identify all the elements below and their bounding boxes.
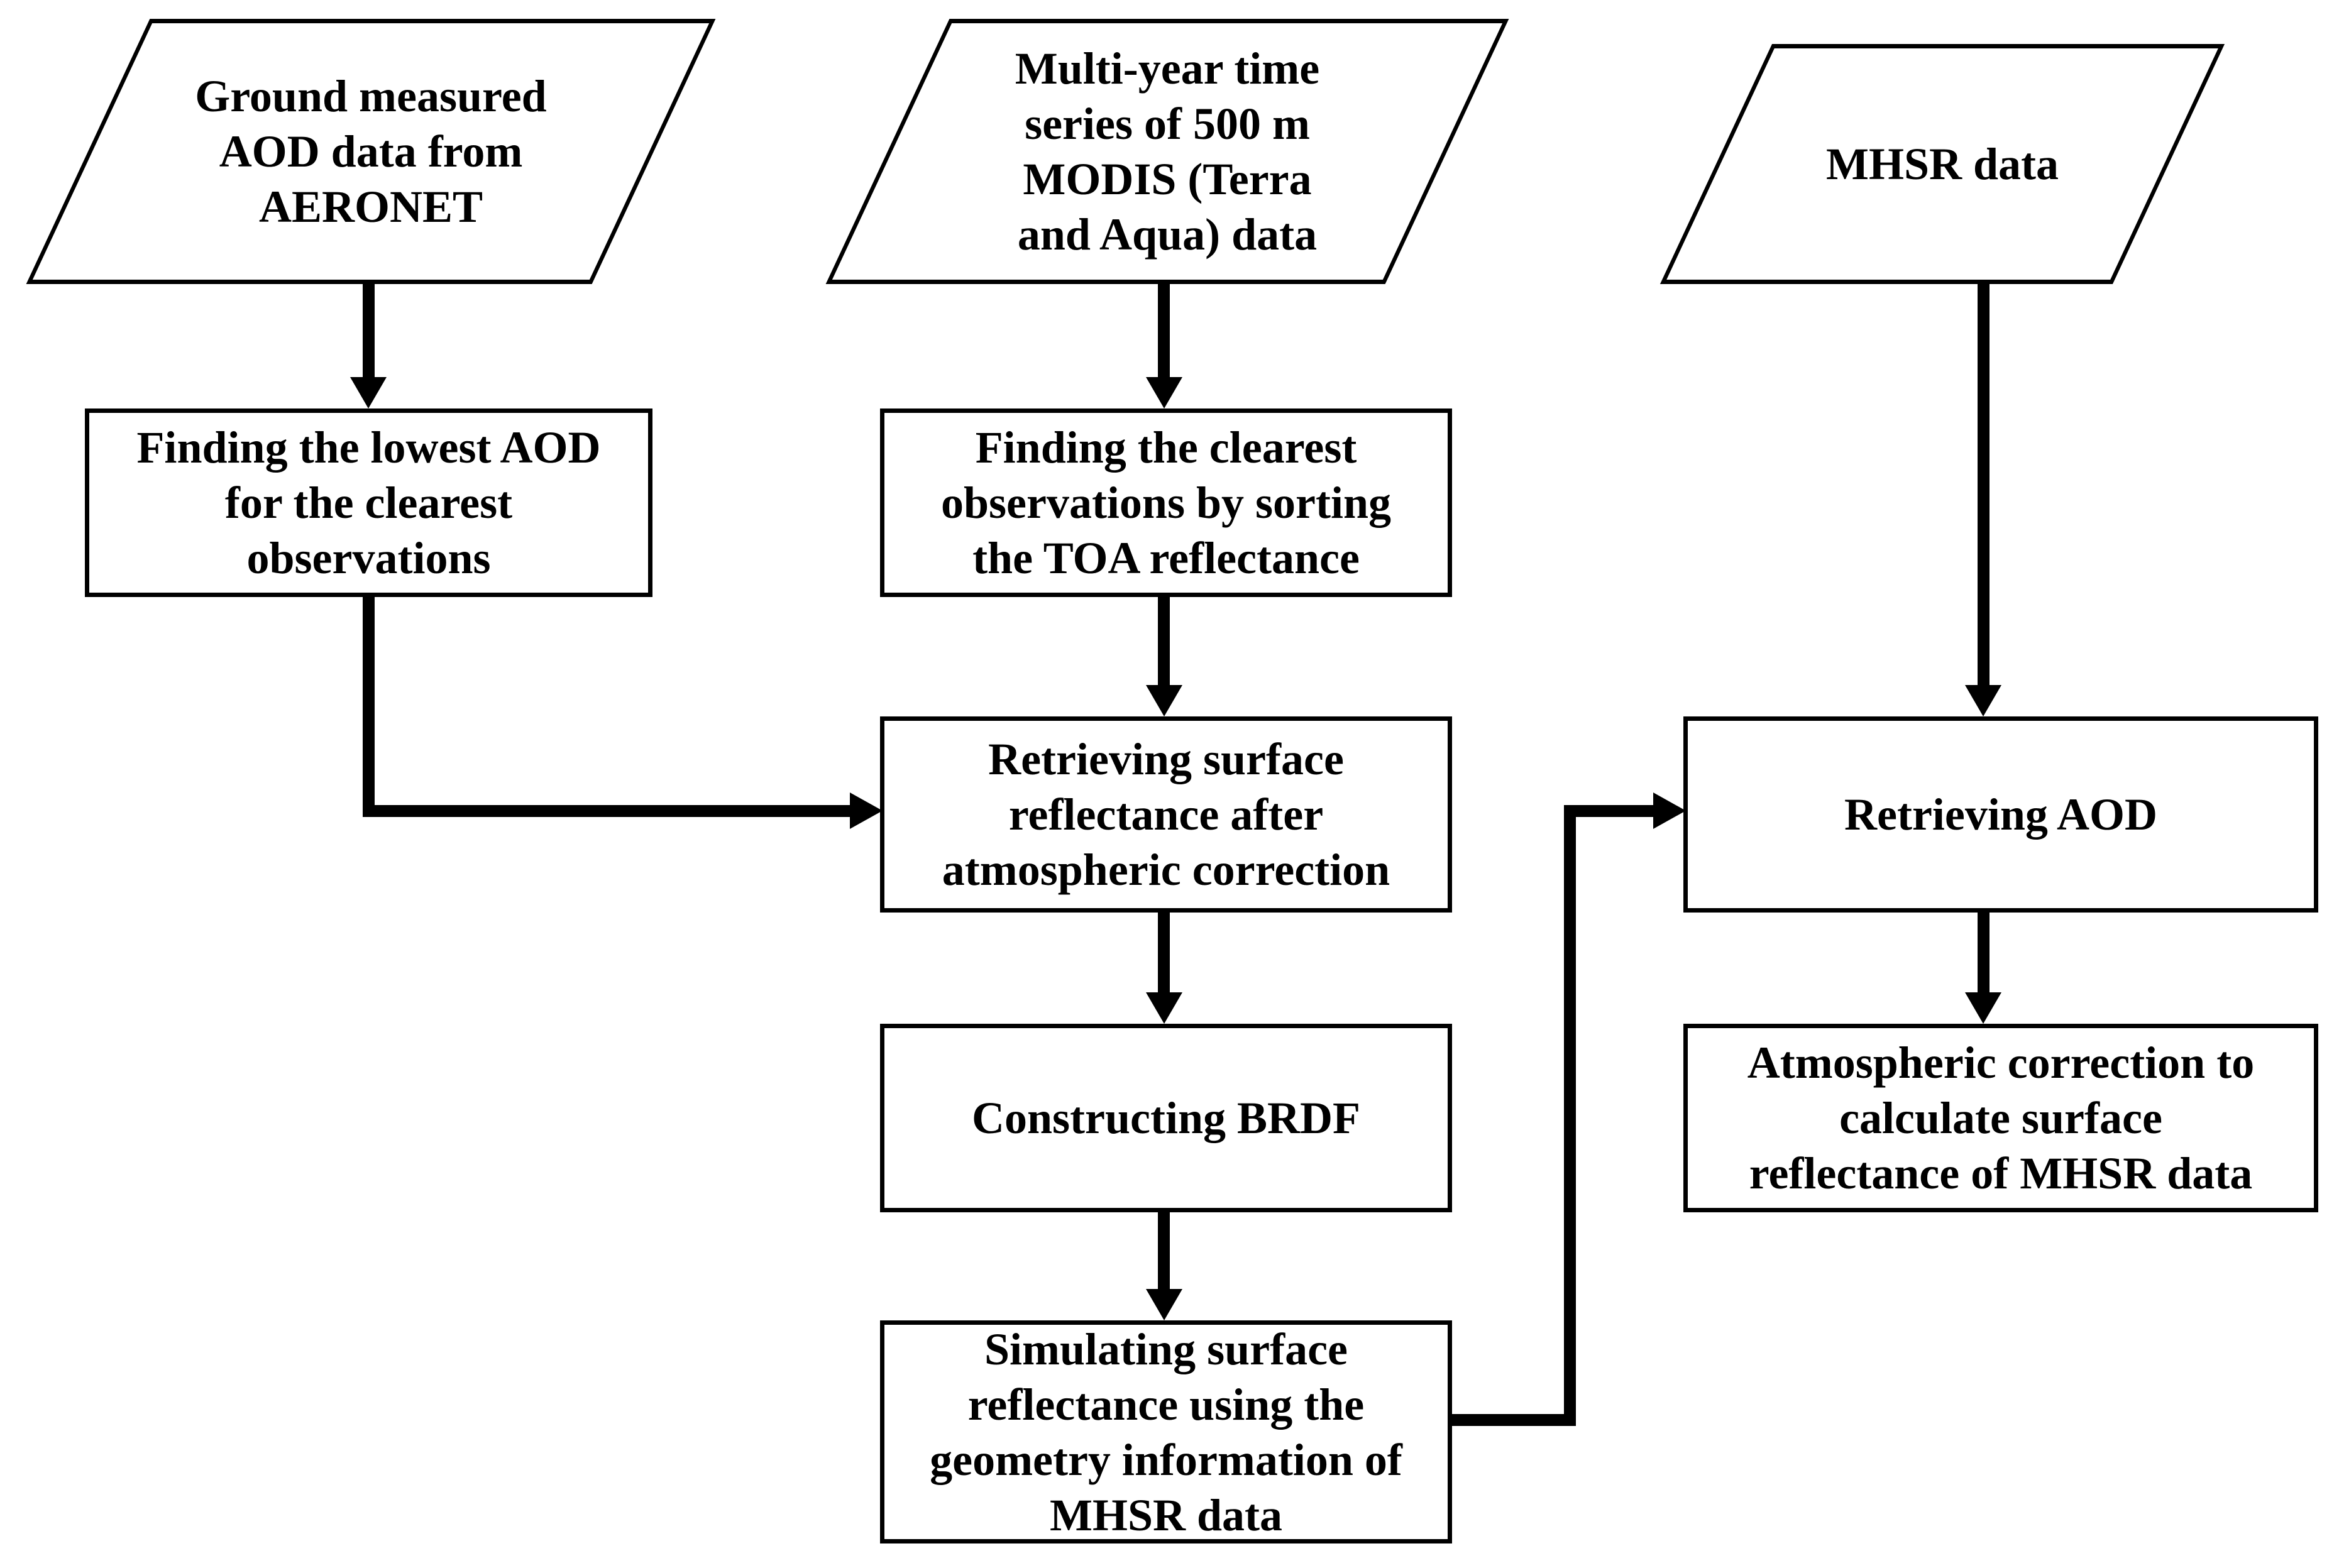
node-retrieving-surface-label: Retrieving surface reflectance after atm…	[942, 734, 1390, 895]
arrow-retrieving-aod-to-atmos-shaft	[1978, 913, 1990, 992]
node-mhsr-input-label: MHSR data	[1825, 139, 2059, 189]
node-retrieving-aod: Retrieving AOD	[1683, 716, 2318, 913]
arrow-clearest-to-retrieving-surface-head	[1146, 685, 1182, 716]
arrow-retrieving-aod-to-atmos-head	[1965, 992, 2001, 1024]
node-lowest-aod-label: Finding the lowest AOD for the clearest …	[136, 422, 601, 583]
arrow-retrieving-surface-to-brdf-head	[1146, 992, 1182, 1024]
connector-lowest-aod-head	[850, 792, 883, 829]
arrow-retrieving-surface-to-brdf-shaft	[1158, 913, 1170, 992]
arrow-brdf-to-simulating-head	[1146, 1289, 1182, 1320]
arrow-modis-to-clearest-shaft	[1158, 284, 1170, 377]
node-lowest-aod: Finding the lowest AOD for the clearest …	[85, 408, 652, 597]
node-modis-input-label: Multi-year time series of 500 m MODIS (T…	[1015, 43, 1320, 260]
node-constructing-brdf-label: Constructing BRDF	[971, 1093, 1360, 1143]
arrow-brdf-to-simulating-shaft	[1158, 1212, 1170, 1289]
node-atmos-correction-label: Atmospheric correction to calculate surf…	[1747, 1038, 2255, 1198]
node-atmos-correction: Atmospheric correction to calculate surf…	[1683, 1024, 2318, 1212]
node-clearest-obs-label: Finding the clearest observations by sor…	[940, 422, 1392, 583]
node-aeronet-input-label: Ground measured AOD data from AERONET	[195, 71, 547, 232]
connector-simulating-head	[1653, 792, 1686, 829]
connector-simulating-riser-segment	[1564, 805, 1576, 1426]
arrow-mhsr-to-retrieving-aod-head	[1965, 685, 2001, 716]
connector-simulating-in-segment	[1564, 805, 1653, 817]
arrow-aeronet-to-lowest-aod-shaft	[363, 284, 375, 377]
node-retrieving-aod-label: Retrieving AOD	[1844, 789, 2157, 840]
node-retrieving-surface: Retrieving surface reflectance after atm…	[880, 716, 1452, 913]
connector-lowest-aod-right-segment	[363, 805, 851, 817]
node-simulating-surface-label: Simulating surface reflectance using the…	[930, 1324, 1402, 1540]
node-modis-input: Multi-year time series of 500 m MODIS (T…	[825, 19, 1509, 284]
node-aeronet-input: Ground measured AOD data from AERONET	[26, 19, 716, 284]
arrow-aeronet-to-lowest-aod-head	[350, 377, 387, 408]
arrow-clearest-to-retrieving-surface-shaft	[1158, 597, 1170, 685]
connector-simulating-out-segment	[1452, 1414, 1576, 1426]
node-constructing-brdf: Constructing BRDF	[880, 1024, 1452, 1212]
arrow-mhsr-to-retrieving-aod-shaft	[1978, 284, 1990, 685]
node-simulating-surface: Simulating surface reflectance using the…	[880, 1320, 1452, 1543]
connector-lowest-aod-down-segment	[363, 597, 375, 817]
node-mhsr-input: MHSR data	[1659, 44, 2225, 284]
arrow-modis-to-clearest-head	[1146, 377, 1182, 408]
node-clearest-obs: Finding the clearest observations by sor…	[880, 408, 1452, 597]
